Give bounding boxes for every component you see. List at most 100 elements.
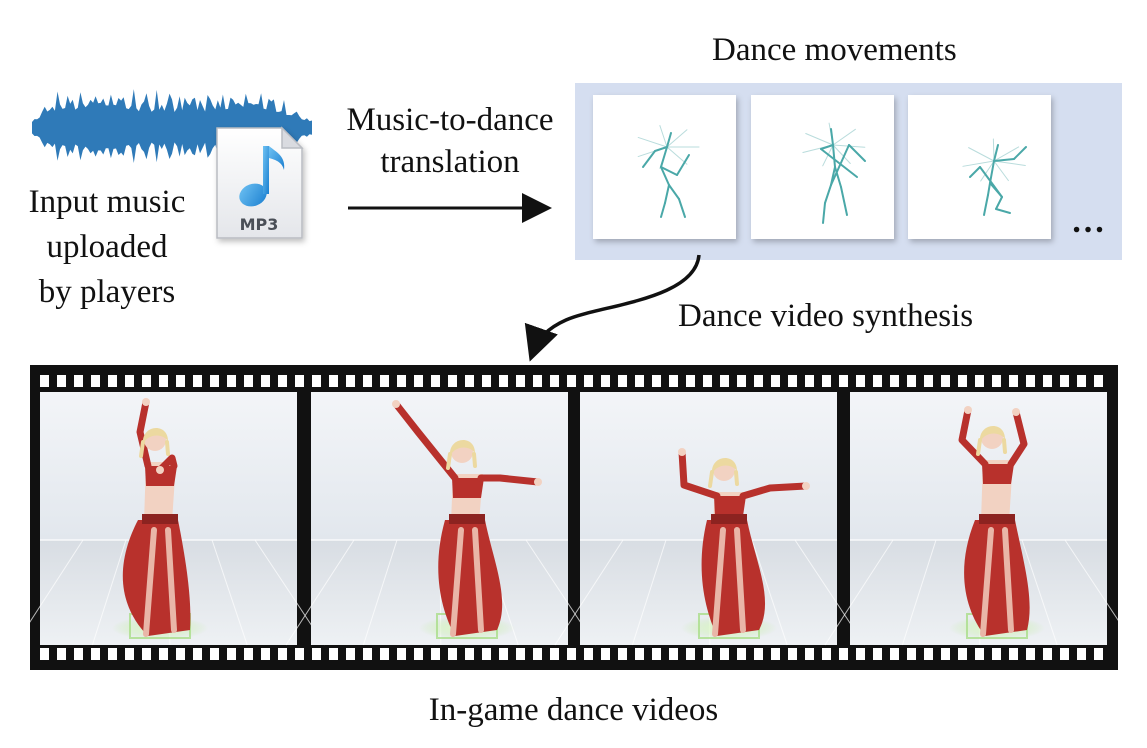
sprocket-hole xyxy=(1043,648,1052,660)
sprocket-hole xyxy=(720,375,729,387)
sprocket-hole xyxy=(516,648,525,660)
dancer-figure xyxy=(122,398,191,637)
sprocket-hole xyxy=(142,375,151,387)
video-frame-4 xyxy=(824,392,1136,646)
sprocket-hole xyxy=(57,648,66,660)
sprocket-hole xyxy=(635,648,644,660)
sprocket-hole xyxy=(397,648,406,660)
sprocket-hole xyxy=(176,375,185,387)
sprocket-hole xyxy=(618,375,627,387)
sprocket-hole xyxy=(550,375,559,387)
sprocket-hole xyxy=(805,648,814,660)
input-music-label-line3: by players xyxy=(38,274,176,310)
dance-movement-frame xyxy=(593,95,736,239)
sprocket-hole xyxy=(652,375,661,387)
sprocket-hole xyxy=(91,375,100,387)
sprocket-hole xyxy=(873,375,882,387)
sprocket-hole xyxy=(771,375,780,387)
input-music-label-line1: Input music xyxy=(28,184,186,220)
sprocket-hole xyxy=(550,648,559,660)
dance-movements-label: Dance movements xyxy=(712,32,957,68)
sprocket-hole xyxy=(516,375,525,387)
skeleton-pose-1 xyxy=(637,125,700,218)
sprocket-hole xyxy=(397,375,406,387)
sprocket-hole xyxy=(74,648,83,660)
sprocket-hole xyxy=(380,375,389,387)
sprocket-hole xyxy=(822,648,831,660)
sprocket-hole xyxy=(363,375,372,387)
sprocket-hole xyxy=(567,375,576,387)
video-frame-1 xyxy=(14,392,326,646)
sprocket-hole xyxy=(584,648,593,660)
sprocket-hole xyxy=(924,648,933,660)
sprocket-hole xyxy=(261,648,270,660)
sprocket-hole xyxy=(567,648,576,660)
sprocket-hole xyxy=(244,375,253,387)
sprocket-hole xyxy=(346,375,355,387)
sprocket-hole xyxy=(431,648,440,660)
sprocket-hole xyxy=(533,648,542,660)
sprocket-hole xyxy=(1043,375,1052,387)
sprocket-hole xyxy=(635,375,644,387)
sprocket-hole xyxy=(873,648,882,660)
sprocket-hole xyxy=(1094,648,1103,660)
sprocket-hole xyxy=(465,648,474,660)
sprocket-hole xyxy=(618,648,627,660)
sprocket-hole xyxy=(227,648,236,660)
sprocket-hole xyxy=(74,375,83,387)
dance-movement-frame xyxy=(751,95,894,239)
dancer-figure xyxy=(958,406,1030,637)
sprocket-hole xyxy=(193,648,202,660)
sprocket-hole xyxy=(312,648,321,660)
more-frames-ellipsis: … xyxy=(1071,203,1105,240)
sprocket-hole xyxy=(856,375,865,387)
sprocket-hole xyxy=(312,375,321,387)
sprocket-hole xyxy=(941,648,950,660)
sprocket-hole xyxy=(703,375,712,387)
sprocket-hole xyxy=(686,375,695,387)
mp3-file-icon xyxy=(216,126,304,239)
sprocket-hole xyxy=(363,648,372,660)
sprocket-hole xyxy=(805,375,814,387)
sprocket-hole xyxy=(210,375,219,387)
sprocket-hole xyxy=(244,648,253,660)
film-strip xyxy=(14,365,1136,670)
sprocket-hole xyxy=(941,375,950,387)
synthesis-arrow xyxy=(524,254,701,362)
sprocket-hole xyxy=(329,648,338,660)
sprocket-hole xyxy=(754,648,763,660)
sprocket-hole xyxy=(295,648,304,660)
sprocket-hole xyxy=(907,375,916,387)
mp3-badge: MP3 xyxy=(240,215,279,234)
sprocket-hole xyxy=(1060,375,1069,387)
sprocket-hole xyxy=(601,648,610,660)
sprocket-hole xyxy=(669,648,678,660)
music-to-dance-label-line1: Music-to-dance xyxy=(346,102,554,138)
sprocket-hole xyxy=(346,648,355,660)
sprocket-hole xyxy=(159,375,168,387)
sprocket-hole xyxy=(958,648,967,660)
sprocket-hole xyxy=(261,375,270,387)
sprocket-hole xyxy=(890,648,899,660)
sprocket-hole xyxy=(465,375,474,387)
sprocket-hole xyxy=(652,648,661,660)
dancer-figure xyxy=(392,400,542,637)
sprocket-hole xyxy=(788,375,797,387)
sprocket-hole xyxy=(448,648,457,660)
sprocket-hole xyxy=(448,375,457,387)
sprocket-hole xyxy=(822,375,831,387)
music-note-icon xyxy=(239,146,285,207)
sprocket-hole xyxy=(1060,648,1069,660)
video-frame-3 xyxy=(554,392,866,646)
sprocket-hole xyxy=(907,648,916,660)
sprocket-hole xyxy=(40,648,49,660)
sprocket-hole xyxy=(499,648,508,660)
sprocket-hole xyxy=(482,375,491,387)
sprocket-hole xyxy=(210,648,219,660)
sprocket-hole xyxy=(1026,648,1035,660)
sprocket-hole xyxy=(176,648,185,660)
sprocket-hole xyxy=(414,648,423,660)
sprocket-hole xyxy=(295,375,304,387)
